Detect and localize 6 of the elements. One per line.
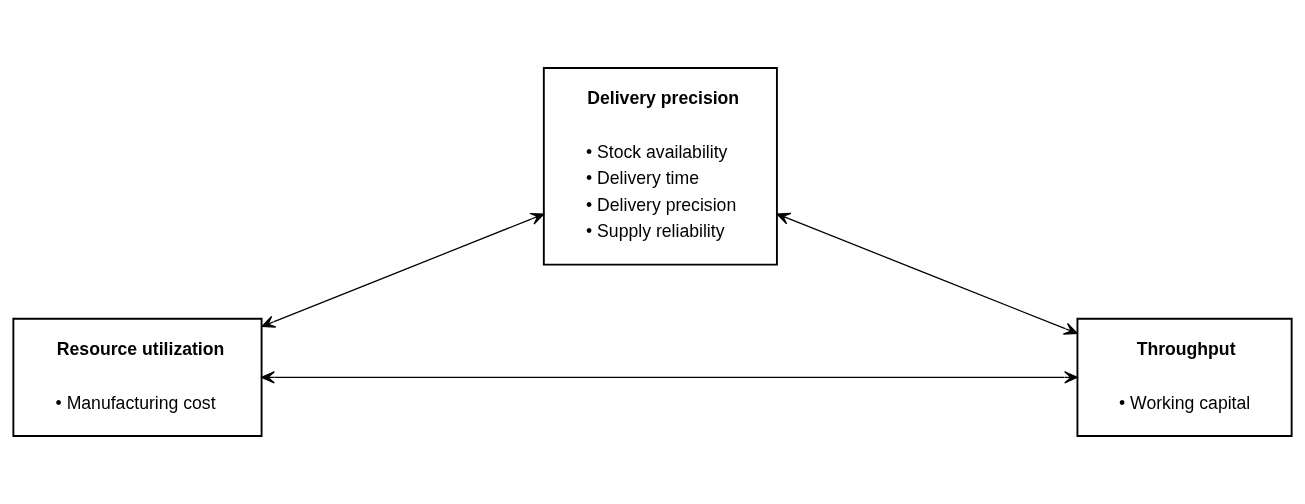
node-box: Resource utilization • Manufacturing cost (12, 317, 263, 437)
arrow (776, 212, 1078, 335)
node-box: Delivery precision • Stock availability • Delivery time • Delivery precision • Supply reliability (542, 67, 778, 266)
node-box: Throughput • Working capital (1076, 317, 1293, 437)
arrow (261, 371, 1078, 384)
arrow (261, 212, 545, 328)
